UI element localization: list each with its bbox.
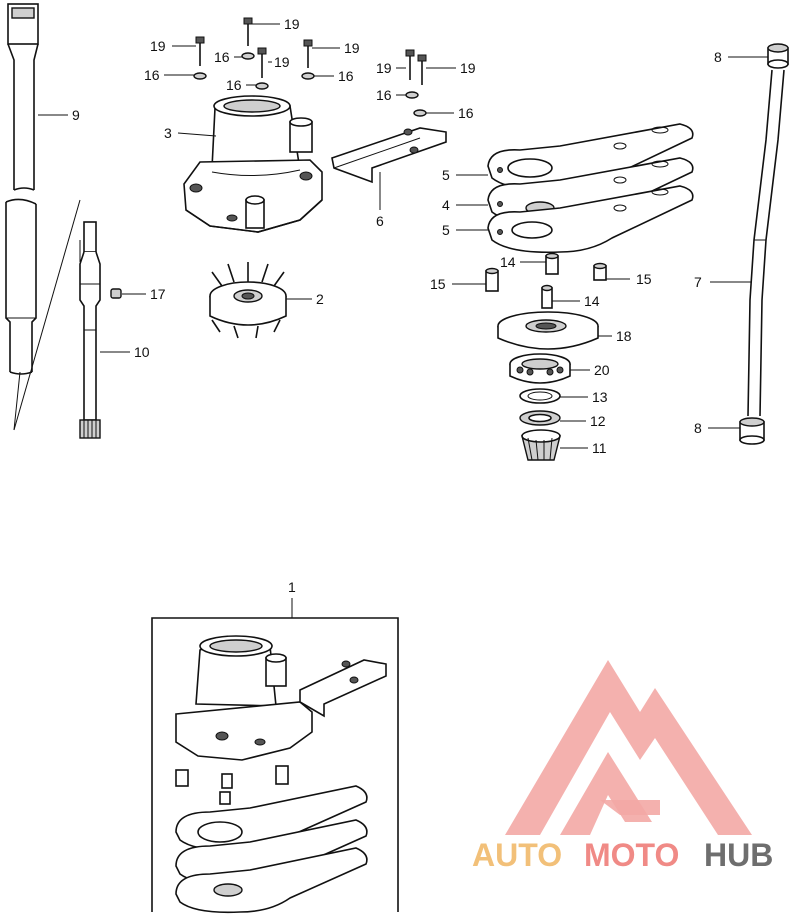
part-3-pump-housing	[183, 95, 323, 233]
part-9-tube	[5, 3, 39, 375]
label-1: 1	[288, 579, 296, 595]
part-19-bolts	[195, 17, 427, 85]
watermark-moto: MOTO	[584, 837, 679, 873]
label-16-e: 16	[376, 87, 392, 103]
part-1-assembly-gaskets	[175, 785, 368, 914]
label-19-d: 19	[344, 40, 360, 56]
label-15-right: 15	[636, 271, 652, 287]
part-5-gasket-bottom	[487, 185, 694, 254]
label-16-b: 16	[214, 49, 230, 65]
label-16-f: 16	[458, 105, 474, 121]
label-16-a: 16	[144, 67, 160, 83]
label-19-a: 19	[284, 16, 300, 32]
part-14-dowel-top	[545, 252, 559, 275]
part-2-impeller	[209, 262, 287, 339]
part-1-assembly-dowels	[175, 765, 289, 805]
label-9: 9	[72, 107, 80, 123]
part-1-assembly-housing	[175, 635, 387, 761]
label-8-top: 8	[714, 49, 722, 65]
part-6-channel-cover	[331, 127, 447, 184]
label-16-c: 16	[226, 77, 242, 93]
part-15-dowel-left	[485, 267, 499, 292]
part-8-grommet-top	[767, 43, 789, 69]
label-14-top: 14	[500, 254, 516, 270]
label-3: 3	[164, 125, 172, 141]
label-16-d: 16	[338, 68, 354, 84]
label-10: 10	[134, 344, 150, 360]
part-11-pinion-gear	[521, 429, 561, 461]
label-18: 18	[616, 328, 632, 344]
label-5-bottom: 5	[442, 222, 450, 238]
label-2: 2	[316, 291, 324, 307]
label-15-left: 15	[430, 276, 446, 292]
part-17-pin	[110, 288, 122, 299]
part-12-thrust-bearing	[519, 410, 561, 426]
part-5-gasket-top	[487, 123, 694, 192]
label-6: 6	[376, 213, 384, 229]
label-19-f: 19	[460, 60, 476, 76]
label-19-c: 19	[274, 54, 290, 70]
label-17: 17	[150, 286, 166, 302]
label-13: 13	[592, 389, 608, 405]
label-4: 4	[442, 197, 450, 213]
watermark-auto: AUTO	[472, 837, 562, 873]
watermark-text: AUTO MOTO HUB	[472, 837, 773, 873]
part-15-dowel-right	[593, 262, 607, 281]
part-13-washer	[519, 388, 561, 404]
label-11: 11	[592, 440, 607, 456]
label-19-b: 19	[150, 38, 166, 54]
part-20-bearing	[509, 353, 571, 384]
part-labels: 9 10 17 3 2 6 19 19 19 19 19 19 16 16 16…	[72, 16, 722, 595]
watermark-logo	[505, 660, 752, 835]
label-19-e: 19	[376, 60, 392, 76]
label-5-top: 5	[442, 167, 450, 183]
part-7-water-tube	[747, 69, 785, 417]
assembly-guide-lines	[13, 199, 81, 431]
part-8-grommet-bottom	[739, 417, 765, 445]
part-1-assembly-box	[151, 598, 399, 912]
part-14-dowel-bottom	[541, 284, 553, 309]
label-20: 20	[594, 362, 610, 378]
part-16-washers	[193, 52, 427, 117]
watermark-hub: HUB	[704, 837, 773, 873]
label-8-bottom: 8	[694, 420, 702, 436]
part-18-seal-housing	[497, 311, 599, 350]
leader-lines	[38, 23, 768, 449]
part-10-shaft	[79, 221, 101, 439]
label-14-bottom: 14	[584, 293, 600, 309]
label-7: 7	[694, 274, 702, 290]
label-12: 12	[590, 413, 606, 429]
